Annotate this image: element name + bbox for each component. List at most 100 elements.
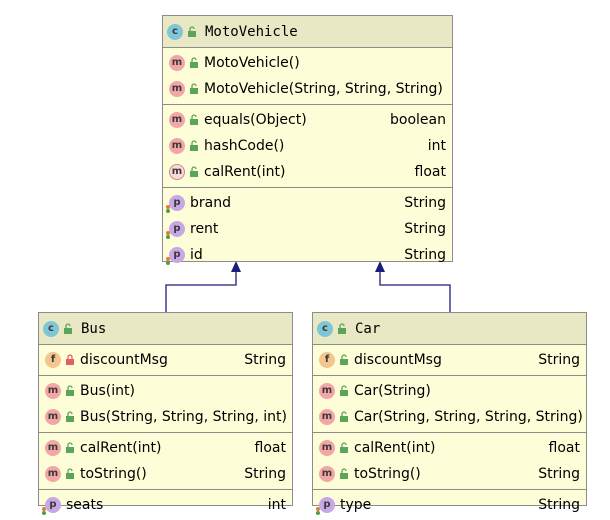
- member-type: boolean: [390, 112, 446, 128]
- class-header: c MotoVehicle: [163, 16, 452, 48]
- member-name: Bus(String, String, String, int): [80, 409, 287, 425]
- member-type: int: [267, 497, 286, 513]
- constructors-section: m MotoVehicle() m MotoVehicle(String, St…: [163, 48, 452, 105]
- unlock-icon: [64, 322, 72, 334]
- member-row[interactable]: m calRent(int) float: [313, 435, 586, 461]
- member-name: toString(): [354, 466, 421, 482]
- member-type: String: [244, 466, 286, 482]
- properties-section: p type String: [313, 490, 586, 520]
- unlock-icon: [190, 83, 198, 94]
- member-row[interactable]: m Car(String): [313, 378, 586, 404]
- properties-section: p brand String p rent String p id String: [163, 188, 452, 270]
- constructors-section: m Car(String) m Car(String, String, Stri…: [313, 376, 586, 433]
- member-type: int: [427, 138, 446, 154]
- unlock-icon: [66, 442, 74, 453]
- class-icon: c: [317, 320, 333, 337]
- method-icon: m: [319, 383, 335, 399]
- member-row[interactable]: m MotoVehicle(String, String, String): [163, 76, 452, 102]
- fields-section: f discountMsg String: [39, 345, 292, 376]
- unlock-icon: [66, 468, 74, 479]
- member-row[interactable]: m toString() String: [313, 461, 586, 487]
- class-icon: c: [43, 320, 59, 337]
- property-icon: p: [316, 497, 335, 515]
- unlock-icon: [188, 25, 196, 37]
- method-icon: m: [45, 383, 61, 399]
- member-row[interactable]: m toString() String: [39, 461, 292, 487]
- edge-bus-to-motovehicle: [165, 272, 237, 312]
- class-name: Car: [355, 320, 381, 337]
- member-row[interactable]: p rent String: [163, 216, 452, 242]
- property-icon: p: [42, 497, 61, 515]
- class-header: c Bus: [39, 313, 292, 345]
- member-type: float: [414, 164, 446, 180]
- method-icon: m: [319, 409, 335, 425]
- member-type: float: [254, 440, 286, 456]
- member-type: String: [538, 497, 580, 513]
- member-name: MotoVehicle(String, String, String): [204, 81, 443, 97]
- member-type: String: [404, 221, 446, 237]
- member-name: brand: [190, 195, 231, 211]
- class-icon: c: [167, 23, 183, 40]
- member-type: String: [404, 247, 446, 263]
- member-row[interactable]: f discountMsg String: [313, 347, 586, 373]
- property-icon: p: [166, 247, 185, 265]
- method-icon: m: [45, 409, 61, 425]
- member-row[interactable]: p seats int: [39, 492, 292, 518]
- fields-section: f discountMsg String: [313, 345, 586, 376]
- unlock-icon: [340, 468, 348, 479]
- properties-section: p seats int: [39, 490, 292, 520]
- arrowhead-car: [375, 261, 385, 272]
- edge-car-to-motovehicle: [379, 272, 451, 312]
- member-name: calRent(int): [80, 440, 162, 456]
- unlock-icon: [190, 57, 198, 68]
- lock-icon: [66, 354, 74, 365]
- method-icon: m: [169, 81, 185, 97]
- member-name: MotoVehicle(): [204, 55, 300, 71]
- class-header: c Car: [313, 313, 586, 345]
- unlock-icon: [338, 322, 346, 334]
- member-type: float: [548, 440, 580, 456]
- member-row[interactable]: m calRent(int) float: [39, 435, 292, 461]
- member-name: seats: [66, 497, 104, 513]
- member-row[interactable]: f discountMsg String: [39, 347, 292, 373]
- class-bus[interactable]: c Bus f discountMsg String m Bus(int) m …: [38, 312, 293, 515]
- field-icon: f: [45, 352, 61, 368]
- method-icon: m: [169, 112, 185, 128]
- member-row[interactable]: m hashCode() int: [163, 133, 452, 159]
- member-type: String: [244, 352, 286, 368]
- method-icon: m: [169, 55, 185, 71]
- member-row[interactable]: p brand String: [163, 190, 452, 216]
- method-icon: m: [45, 440, 61, 456]
- member-name: rent: [190, 221, 219, 237]
- member-row[interactable]: m Bus(int): [39, 378, 292, 404]
- member-row[interactable]: m Car(String, String, String, String): [313, 404, 586, 430]
- member-row[interactable]: p id String: [163, 242, 452, 268]
- member-row[interactable]: p type String: [313, 492, 586, 518]
- unlock-icon: [340, 442, 348, 453]
- member-name: Bus(int): [80, 383, 135, 399]
- constructors-section: m Bus(int) m Bus(String, String, String,…: [39, 376, 292, 433]
- unlock-icon: [340, 385, 348, 396]
- unlock-icon: [340, 354, 348, 365]
- unlock-icon: [66, 385, 74, 396]
- member-name: discountMsg: [80, 352, 168, 368]
- member-row[interactable]: m equals(Object) boolean: [163, 107, 452, 133]
- method-icon: m: [45, 466, 61, 482]
- methods-section: m calRent(int) float m toString() String: [39, 433, 292, 490]
- member-type: String: [404, 195, 446, 211]
- member-row[interactable]: m calRent(int) float: [163, 159, 452, 185]
- method-icon: m: [319, 440, 335, 456]
- abstract-method-icon: m: [169, 164, 185, 180]
- unlock-icon: [66, 411, 74, 422]
- unlock-icon: [190, 114, 198, 125]
- arrowhead-bus: [231, 261, 241, 272]
- member-name: Car(String, String, String, String): [354, 409, 583, 425]
- member-name: Car(String): [354, 383, 431, 399]
- member-name: calRent(int): [354, 440, 436, 456]
- class-car[interactable]: c Car f discountMsg String m Car(String)…: [312, 312, 587, 515]
- class-motovehicle[interactable]: c MotoVehicle m MotoVehicle() m MotoVehi…: [162, 15, 453, 265]
- member-row[interactable]: m MotoVehicle(): [163, 50, 452, 76]
- class-name: Bus: [81, 320, 107, 337]
- member-row[interactable]: m Bus(String, String, String, int): [39, 404, 292, 430]
